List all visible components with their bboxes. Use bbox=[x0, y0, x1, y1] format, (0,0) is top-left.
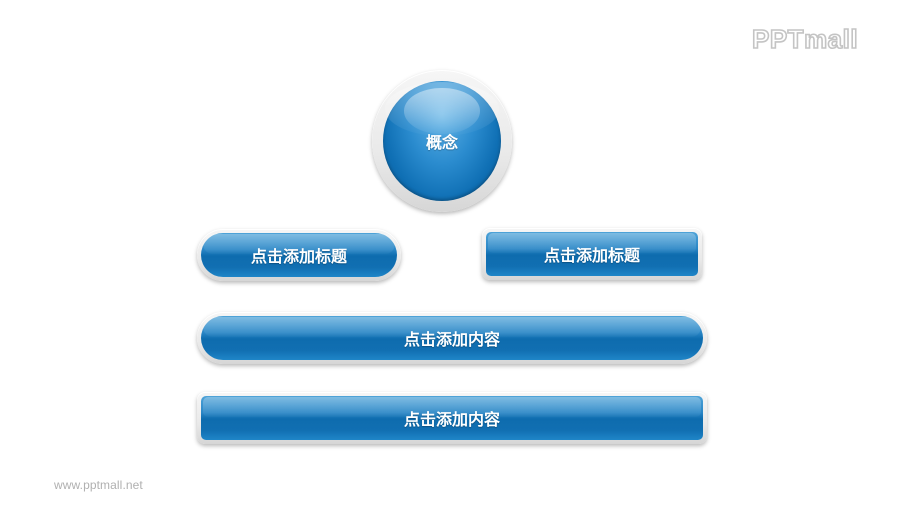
content-bar-rounded[interactable]: 点击添加内容 bbox=[197, 312, 707, 364]
content-label-rounded: 点击添加内容 bbox=[403, 330, 500, 349]
content-bar-square-face: 点击添加内容 bbox=[201, 396, 703, 440]
pptmall-logo: PPTmall bbox=[751, 23, 872, 58]
concept-circle[interactable]: 概念 bbox=[372, 70, 512, 212]
svg-text:PPTmall: PPTmall bbox=[752, 24, 858, 54]
title-button-right[interactable]: 点击添加标题 bbox=[482, 228, 702, 280]
title-button-left-face: 点击添加标题 bbox=[201, 233, 397, 277]
title-label-right: 点击添加标题 bbox=[543, 246, 640, 265]
content-bar-square[interactable]: 点击添加内容 bbox=[197, 392, 707, 444]
title-label-left: 点击添加标题 bbox=[250, 247, 347, 266]
title-button-left[interactable]: 点击添加标题 bbox=[197, 229, 401, 281]
content-label-square: 点击添加内容 bbox=[403, 410, 500, 429]
title-button-right-face: 点击添加标题 bbox=[486, 232, 698, 276]
concept-face: 概念 bbox=[383, 81, 501, 201]
content-bar-rounded-face: 点击添加内容 bbox=[201, 316, 703, 360]
footer-url: www.pptmall.net bbox=[54, 478, 143, 492]
concept-label: 概念 bbox=[425, 133, 458, 152]
